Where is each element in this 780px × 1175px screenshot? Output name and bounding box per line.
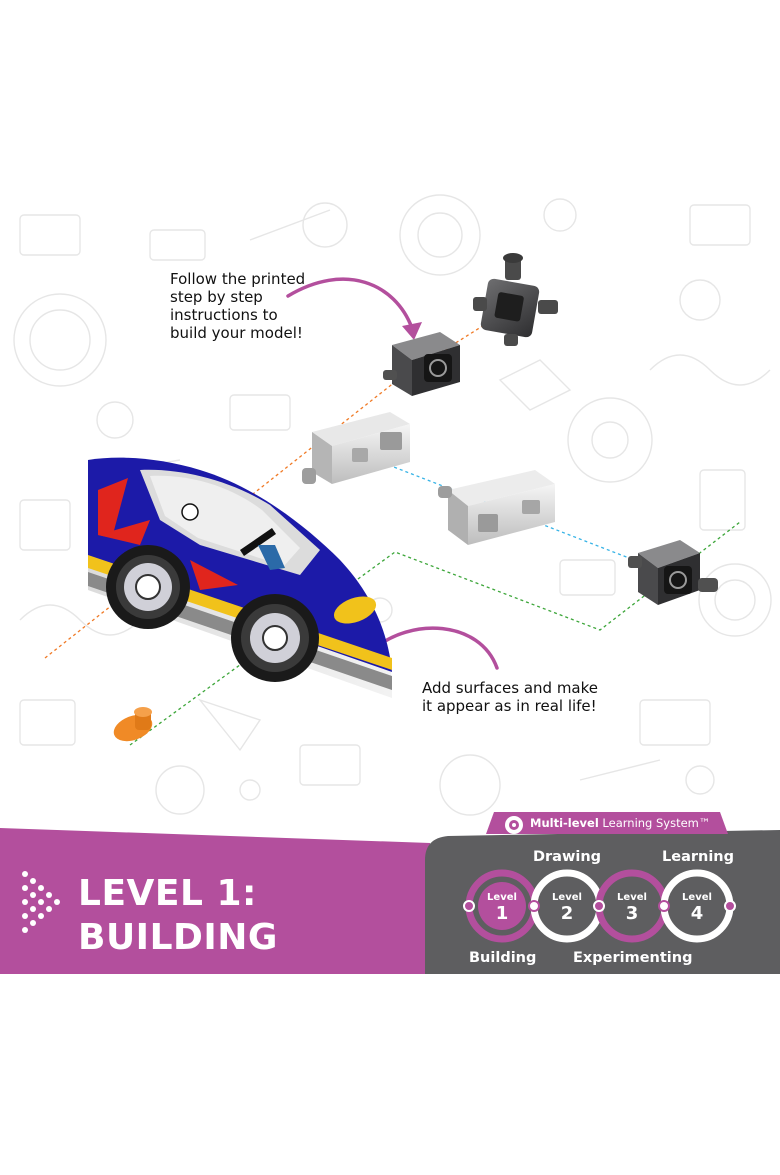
learning-system-label-bold: Multi-level [530, 816, 599, 830]
silver-block-middle [438, 470, 555, 545]
level-4-number: 4 [690, 903, 704, 924]
orange-peg [113, 707, 153, 742]
callout-surfaces: Add surfaces and make it appear as in re… [422, 679, 599, 715]
stage-label-learning: Learning [662, 849, 735, 865]
level-4-word: Level [682, 892, 712, 903]
dark-connector-block [383, 332, 460, 396]
race-car-panel [88, 457, 392, 698]
stage-label-drawing: Drawing [533, 849, 602, 865]
arrow-to-car [371, 626, 499, 670]
level-banner-bg [0, 828, 430, 974]
level-2-word: Level [552, 892, 582, 903]
brain-gear-icon [505, 816, 523, 834]
arrow-head-1 [402, 322, 422, 340]
level-2-number: 2 [560, 903, 574, 924]
dark-connector-right [628, 540, 718, 605]
callout-arrows [286, 277, 499, 670]
level-title: LEVEL 1: BUILDING [78, 873, 278, 958]
level-3-word: Level [617, 892, 647, 903]
car-wheel-rear [106, 545, 190, 629]
level-3-number: 3 [625, 903, 639, 924]
level-1-word: Level [487, 892, 517, 903]
learning-system-label: Multi-level Learning System™ [530, 816, 710, 830]
level-1-number: 1 [495, 903, 509, 924]
doodle-background [13, 194, 772, 816]
learning-label-tab [486, 812, 728, 834]
stage-label-building: Building [469, 950, 537, 966]
chevron-dots-icon [22, 871, 60, 933]
callout-instructions: Follow the printed step by step instruct… [170, 270, 306, 342]
stage-label-experimenting: Experimenting [573, 950, 693, 966]
arrow-to-top-block [286, 277, 414, 330]
level-rings [463, 869, 736, 943]
dark-connector-hub [473, 253, 558, 346]
car-wheel-front [231, 594, 319, 682]
learning-system-label-rest: Learning System™ [598, 816, 711, 830]
silver-block-left [302, 412, 410, 484]
